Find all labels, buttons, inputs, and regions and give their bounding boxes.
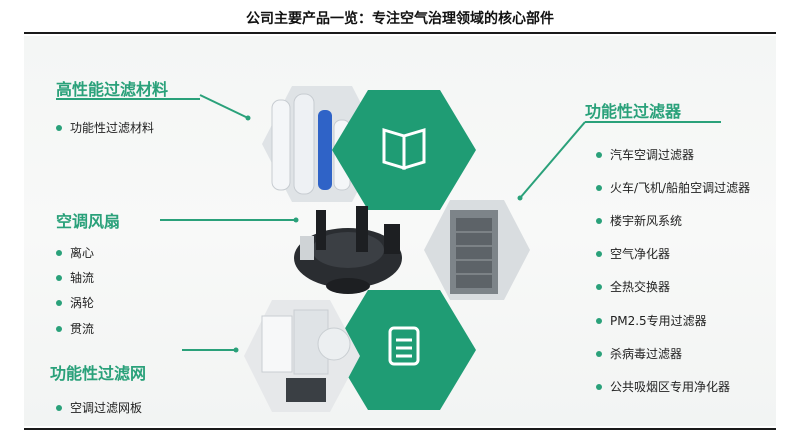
- connector-dot: [233, 347, 239, 353]
- list-item-filter: 全热交换器: [596, 278, 670, 295]
- bullet-dot: [56, 124, 62, 131]
- bullet-dot: [596, 283, 602, 290]
- bullet-dot: [56, 404, 62, 411]
- connector-line: [519, 121, 586, 199]
- list-item-fan: 轴流: [56, 269, 94, 286]
- list-item-fan: 贯流: [56, 320, 94, 337]
- book-icon: [382, 127, 426, 171]
- document-icon: [388, 326, 420, 366]
- page-title: 公司主要产品一览：专注空气治理领域的核心部件: [246, 11, 554, 27]
- heading-underline: [585, 121, 721, 123]
- bullet-dot: [596, 217, 602, 224]
- list-item-filter: 空气净化器: [596, 245, 670, 262]
- bullet-dot: [596, 383, 602, 390]
- connector-line: [199, 94, 249, 119]
- list-item-filter: 汽车空调过滤器: [596, 146, 694, 163]
- heading-filter-mesh: 功能性过滤网: [50, 364, 147, 383]
- bullet-dot: [596, 151, 602, 158]
- list-item-filter: 火车/飞机/船舶空调过滤器: [596, 179, 750, 196]
- bullet-dot: [596, 317, 602, 324]
- filter-unit-image: [424, 200, 530, 300]
- connector-dot: [517, 195, 523, 201]
- bullet-dot: [56, 299, 62, 306]
- filter-material-image: [262, 86, 382, 202]
- bullet-dot: [56, 274, 62, 281]
- bullet-dot: [596, 250, 602, 257]
- hex-book: [332, 90, 476, 210]
- bullet-dot: [56, 249, 62, 256]
- fan-image: [294, 206, 402, 294]
- title-rule: [24, 32, 776, 34]
- bullet-dot: [596, 350, 602, 357]
- heading-filter-material: 高性能过滤材料: [56, 80, 169, 99]
- list-item-filter: 杀病毒过滤器: [596, 345, 682, 362]
- connector-dot: [293, 217, 299, 223]
- list-item-fan: 离心: [56, 244, 94, 261]
- bullet-dot: [56, 325, 62, 332]
- heading-filter: 功能性过滤器: [585, 102, 682, 121]
- list-item-filter: 公共吸烟区专用净化器: [596, 378, 730, 395]
- connector-dot: [245, 115, 251, 121]
- list-item-fan: 涡轮: [56, 294, 94, 311]
- heading-fan: 空调风扇: [56, 212, 121, 231]
- heading-underline: [56, 98, 200, 100]
- list-item-filter: PM2.5专用过滤器: [596, 312, 707, 329]
- bullet-dot: [596, 184, 602, 191]
- list-item-filter: 楼宇新风系统: [596, 212, 682, 229]
- list-item-filter-material: 功能性过滤材料: [56, 119, 154, 136]
- hex-document: [332, 290, 476, 410]
- footer-rule: [24, 428, 776, 430]
- list-item-filter-mesh: 空调过滤网板: [56, 399, 142, 416]
- filter-mesh-image: [244, 300, 360, 412]
